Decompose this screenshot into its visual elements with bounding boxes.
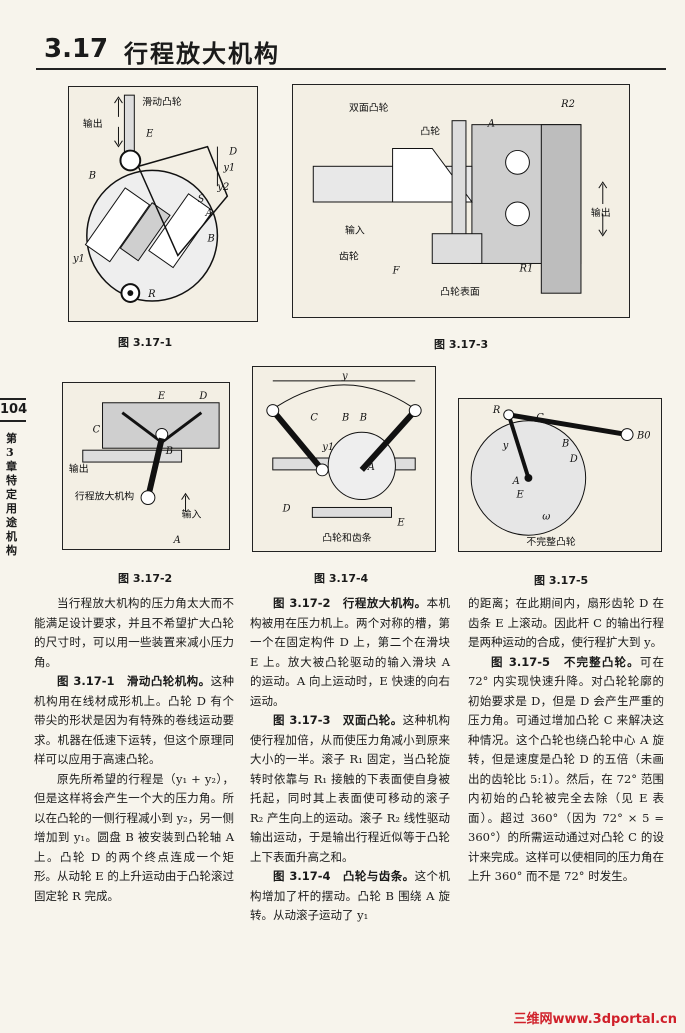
f2-letter-a: A: [173, 535, 181, 546]
figure-3-17-3: 双面凸轮 凸轮 A R2 输入 齿轮 F R1 凸轮表面 输出: [292, 84, 630, 318]
paragraph-heading: 图 3.17-3 双面凸轮。: [273, 713, 403, 727]
f4-label-y1: y1: [321, 442, 334, 453]
figure-3-17-3-drawing: 双面凸轮 凸轮 A R2 输入 齿轮 F R1 凸轮表面 输出: [312, 99, 611, 298]
paragraph: 图 3.17-4 凸轮与齿条。这个机构增加了杆的摆动。凸轮 B 围绕 A 旋转。…: [250, 867, 450, 926]
f1-letter-b2: B: [207, 234, 215, 245]
figure-3-17-5-drawing: R C B0 y B D A E ω 不完整凸轮: [470, 405, 651, 548]
f2-title: 行程放大机构: [75, 490, 134, 503]
figure-3-17-4-caption: 图 3.17-4: [314, 572, 369, 585]
f1-title: 滑动凸轮: [142, 95, 182, 108]
paragraph-body: 这个机构增加了杆的摆动。凸轮 B 围绕 A 旋转。从动滚子运动了 y₁: [250, 869, 450, 922]
figure-3-17-5: R C B0 y B D A E ω 不完整凸轮: [458, 398, 662, 552]
figure-3-17-2: E D C B 输出 行程放大机构 输入 A: [62, 382, 230, 550]
text-column-1: 当行程放大机构的压力角太大而不能满足设计要求，并且不希望扩大凸轮的尺寸时，可以用…: [34, 594, 234, 906]
f5-letter-b0: B0: [636, 430, 651, 441]
paragraph-heading: 图 3.17-1 滑动凸轮机构。: [57, 674, 211, 688]
header-rule: [36, 68, 666, 70]
figure-3-17-5-caption: 图 3.17-5: [534, 574, 589, 587]
f1-letter-y1: y1: [222, 162, 235, 173]
paragraph-heading: 图 3.17-4 凸轮与齿条。: [273, 869, 415, 883]
figure-3-17-1-caption: 图 3.17-1: [118, 336, 173, 349]
section-number: 3.17: [44, 34, 109, 64]
f2-letter-c: C: [93, 424, 101, 435]
f2-letter-d: D: [198, 391, 207, 402]
paragraph: 图 3.17-1 滑动凸轮机构。这种机构用在线材成形机上。凸轮 D 有个带尖的形…: [34, 672, 234, 770]
f5-letter-r: R: [492, 405, 501, 416]
page-number: 104: [0, 398, 27, 422]
f3-letter-f: F: [392, 265, 401, 276]
figure-3-17-1: 滑动凸轮 输出 E D y1 y2 S B A B y1 R: [68, 86, 258, 322]
f4-label-y: y: [341, 371, 348, 382]
paragraph: 图 3.17-5 不完整凸轮。可在 72° 内实现快速升降。对凸轮轮廓的初始要求…: [468, 653, 664, 887]
chapter-tab-text: 第3章特定用途机构: [6, 432, 17, 557]
figure-3-17-4: y y1 C B B A D E 凸轮和齿条: [252, 366, 436, 552]
paragraph: 当行程放大机构的压力角太大而不能满足设计要求，并且不希望扩大凸轮的尺寸时，可以用…: [34, 596, 234, 669]
paragraph-body: 这种机构使行程加倍，从而使压力角减小到原来大小的一半。滚子 R₁ 固定，当凸轮旋…: [250, 713, 451, 864]
f5-letter-c: C: [536, 413, 544, 424]
f1-letter-a: A: [205, 208, 213, 219]
paragraph-body: 这种机构用在线材成形机上。凸轮 D 有个带尖的形状是因为有特殊的卷线运动要求。机…: [34, 674, 235, 766]
f3-surface-label: 凸轮表面: [440, 285, 480, 298]
f2-letter-b: B: [165, 446, 173, 457]
f1-letter-r: R: [147, 289, 156, 300]
paragraph-body: 可在 72° 内实现快速升降。对凸轮轮廓的初始要求是 D，但是 D 会产生严重的…: [468, 654, 664, 884]
paragraph-body: 本机构被用在压力机上。两个对称的槽，第一个在固定构件 D 上，第二个在滑块 E …: [250, 596, 451, 708]
watermark: 三维网www.3dportal.cn: [513, 1012, 677, 1027]
f3-output-label: 输出: [591, 206, 611, 219]
figure-3-17-1-drawing: 滑动凸轮 输出 E D y1 y2 S B A B y1 R: [72, 94, 237, 303]
f1-letter-d: D: [228, 147, 237, 158]
f3-letter-a: A: [487, 119, 495, 130]
f3-letter-r2: R2: [560, 99, 575, 110]
paragraph: 的距离；在此期间内，扇形齿轮 D 在齿条 E 上滚动。因此杆 C 的输出行程是两…: [468, 596, 664, 649]
f1-output-label: 输出: [83, 117, 103, 130]
f2-letter-e: E: [157, 391, 166, 402]
f5-omega: ω: [542, 511, 550, 522]
f4-letter-b2: B: [359, 412, 367, 423]
f4-letter-e: E: [396, 517, 405, 528]
paragraph-heading: 图 3.17-5 不完整凸轮。: [491, 654, 640, 669]
f3-letter-r1: R1: [518, 263, 533, 274]
paragraph-heading: 图 3.17-2 行程放大机构。: [273, 596, 427, 610]
f5-letter-d: D: [569, 454, 578, 465]
f1-letter-e: E: [145, 129, 154, 140]
f3-cam-label: 凸轮: [420, 125, 440, 138]
f5-letter-a: A: [512, 476, 520, 487]
f3-input-label: 输入: [345, 224, 365, 237]
text-column-2: 图 3.17-2 行程放大机构。本机构被用在压力机上。两个对称的槽，第一个在固定…: [250, 594, 450, 926]
f4-title: 凸轮和齿条: [322, 531, 372, 544]
f4-letter-c: C: [310, 412, 318, 423]
text-column-3: 的距离；在此期间内，扇形齿轮 D 在齿条 E 上滚动。因此杆 C 的输出行程是两…: [468, 594, 664, 887]
f1-letter-s: S: [198, 194, 205, 205]
side-tab: 104 第3章特定用途机构: [0, 388, 27, 598]
f4-letter-a: A: [367, 462, 375, 473]
section-header: 3.17 行程放大机构: [36, 30, 666, 74]
f5-letter-b: B: [561, 438, 569, 449]
f5-letter-y: y: [502, 440, 509, 451]
f4-letter-d: D: [282, 503, 291, 514]
f2-output-label: 输出: [69, 462, 89, 475]
paragraph: 原先所希望的行程是（y₁ + y₂），但是这样将会产生一个大的压力角。所以在凸轮…: [34, 771, 234, 903]
figure-3-17-4-drawing: y y1 C B B A D E 凸轮和齿条: [266, 371, 422, 544]
figure-3-17-3-caption: 图 3.17-3: [434, 338, 489, 351]
f5-title: 不完整凸轮: [526, 535, 575, 548]
f4-letter-b: B: [341, 412, 349, 423]
f1-letter-y1b: y1: [72, 253, 85, 264]
f2-input-label: 输入: [182, 507, 202, 520]
f3-title: 双面凸轮: [349, 101, 389, 114]
figure-3-17-2-drawing: E D C B 输出 行程放大机构 输入 A: [69, 391, 220, 546]
paragraph: 图 3.17-3 双面凸轮。这种机构使行程加倍，从而使压力角减小到原来大小的一半…: [250, 711, 450, 867]
f1-letter-y2: y2: [216, 182, 229, 193]
section-title: 行程放大机构: [124, 40, 280, 68]
f1-letter-b: B: [88, 170, 96, 181]
paragraph: 图 3.17-2 行程放大机构。本机构被用在压力机上。两个对称的槽，第一个在固定…: [250, 594, 450, 711]
figure-3-17-2-caption: 图 3.17-2: [118, 572, 173, 585]
f3-gear-label: 齿轮: [339, 249, 359, 262]
f5-letter-e: E: [516, 490, 525, 501]
